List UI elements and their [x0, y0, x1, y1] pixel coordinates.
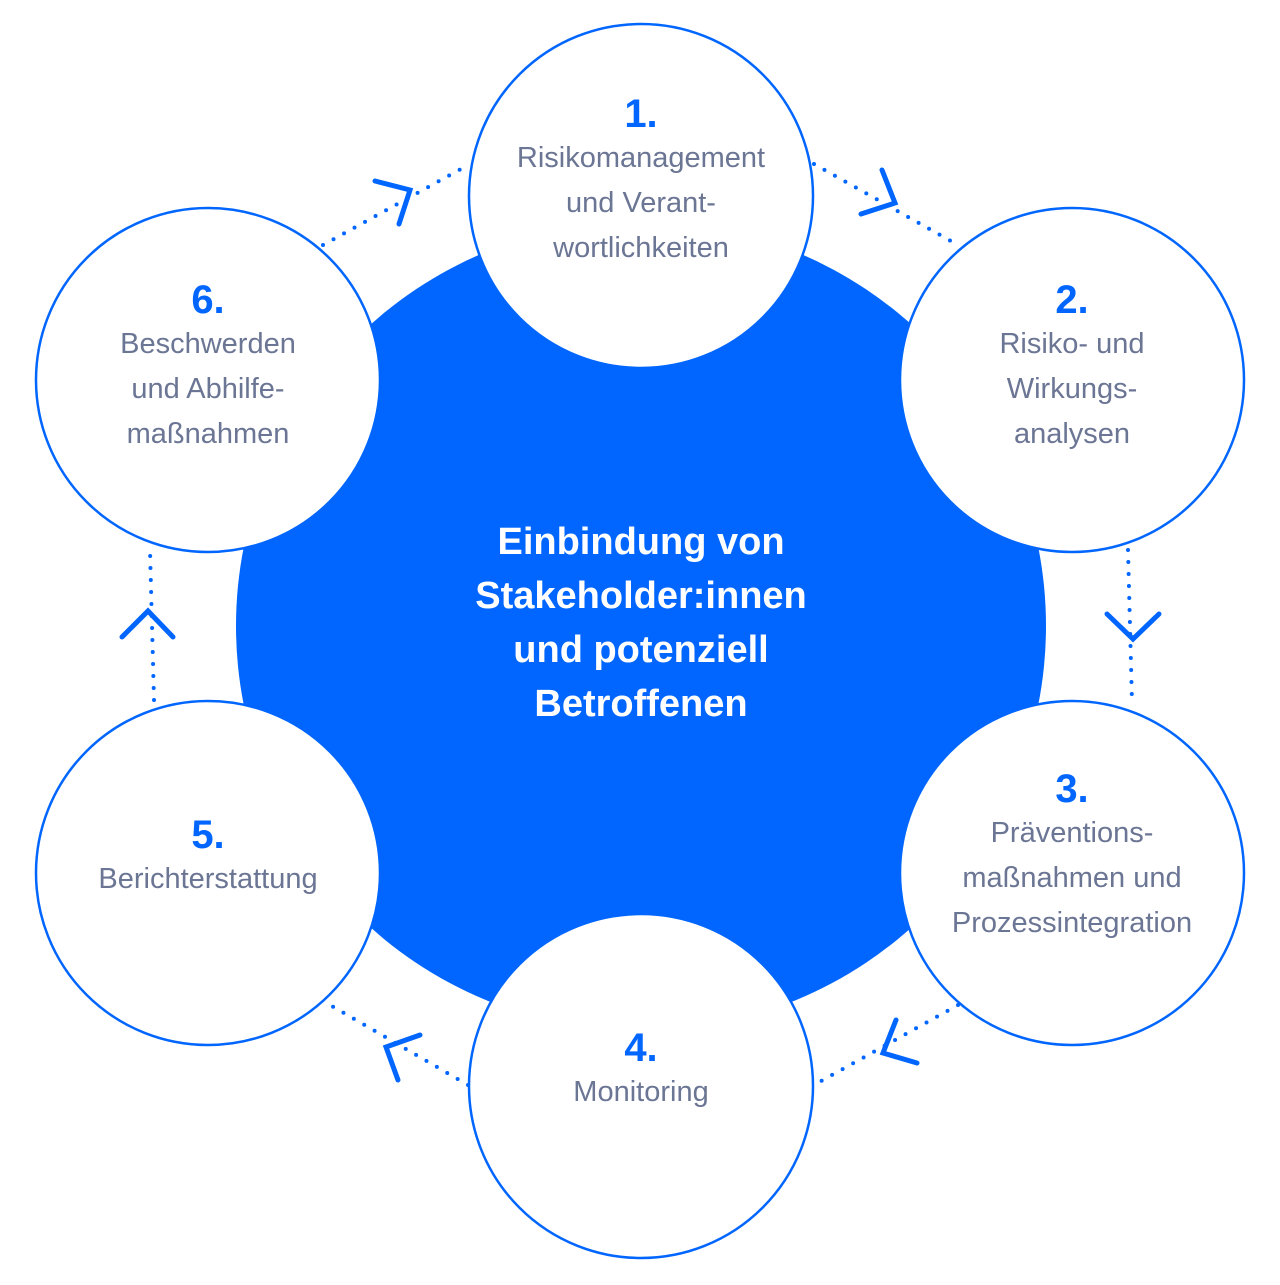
chevron-down-icon — [1104, 611, 1162, 643]
step-label-line: maßnahmen — [126, 418, 290, 450]
center-label-line: Stakeholder:innen — [475, 575, 807, 617]
step-label: Monitoring — [573, 1070, 708, 1115]
step-label: Risikomanagement und Verant- wortlichkei… — [517, 136, 765, 271]
step-circle-6 — [34, 206, 382, 554]
step-4: 4. Monitoring — [469, 914, 813, 1258]
chevron-right-down-icon — [858, 167, 899, 217]
step-label: Präventions- maßnahmen und Prozessintegr… — [952, 811, 1192, 946]
step-label-line: Risiko- und — [999, 328, 1145, 360]
step-label-line: Präventions- — [990, 817, 1154, 849]
step-label-line: maßnahmen und — [962, 862, 1182, 894]
step-number: 2. — [1055, 278, 1089, 322]
step-label: Berichterstattung — [98, 857, 317, 902]
step-circle-3 — [898, 699, 1246, 1047]
step-label-line: und Abhilfe- — [131, 373, 285, 405]
step-label-line: Prozessintegration — [951, 907, 1193, 939]
step-label-line: Beschwerden — [120, 328, 296, 360]
step-label-line: Risikomanagement — [516, 142, 766, 174]
step-label-line: wortlichkeiten — [553, 232, 729, 264]
connector-5-6 — [148, 548, 156, 702]
step-6: 6. Beschwerden und Abhilfe- maßnahmen — [36, 208, 380, 552]
step-number: 5. — [191, 813, 225, 857]
step-circle-2 — [898, 206, 1246, 554]
step-label-line: und Verant- — [566, 187, 716, 219]
step-label-line: Wirkungs- — [1006, 373, 1138, 405]
step-label-line: Berichterstattung — [98, 863, 318, 895]
step-number: 4. — [624, 1026, 658, 1070]
chevron-left-up-icon — [382, 1032, 423, 1083]
step-3: 3. Präventions- maßnahmen und Prozessint… — [900, 701, 1244, 1045]
step-number: 1. — [624, 92, 658, 136]
connector-6-1 — [321, 162, 472, 247]
step-label-line: Monitoring — [573, 1076, 709, 1108]
arrow-chevrons — [119, 167, 1162, 1083]
chevron-right-up-icon — [372, 178, 414, 227]
step-number: 6. — [191, 278, 225, 322]
connector-2-3 — [1126, 548, 1134, 704]
step-number: 3. — [1055, 767, 1089, 811]
center-label-line: und potenziell — [513, 629, 769, 671]
step-2: 2. Risiko- und Wirkungs- analysen — [900, 208, 1244, 552]
step-circles — [34, 22, 1246, 1260]
step-label: Risiko- und Wirkungs- analysen — [999, 322, 1144, 457]
center-label-line: Einbindung von — [497, 521, 785, 563]
step-1: 1. Risikomanagement und Verant- wortlich… — [469, 24, 813, 368]
center-circle — [236, 221, 1046, 1031]
step-circle-5 — [34, 699, 382, 1047]
step-label: Beschwerden und Abhilfe- maßnahmen — [120, 322, 296, 457]
step-5: 5. Berichterstattung — [36, 701, 380, 1045]
chevron-left-down-icon — [879, 1017, 920, 1066]
chevron-up-icon — [119, 607, 176, 640]
step-circle-4 — [467, 912, 815, 1260]
center-label: Einbindung von Stakeholder:innen und pot… — [400, 515, 882, 731]
center-label-line: Betroffenen — [534, 683, 748, 725]
step-circle-1 — [467, 22, 815, 370]
step-label-line: analysen — [1013, 418, 1131, 450]
